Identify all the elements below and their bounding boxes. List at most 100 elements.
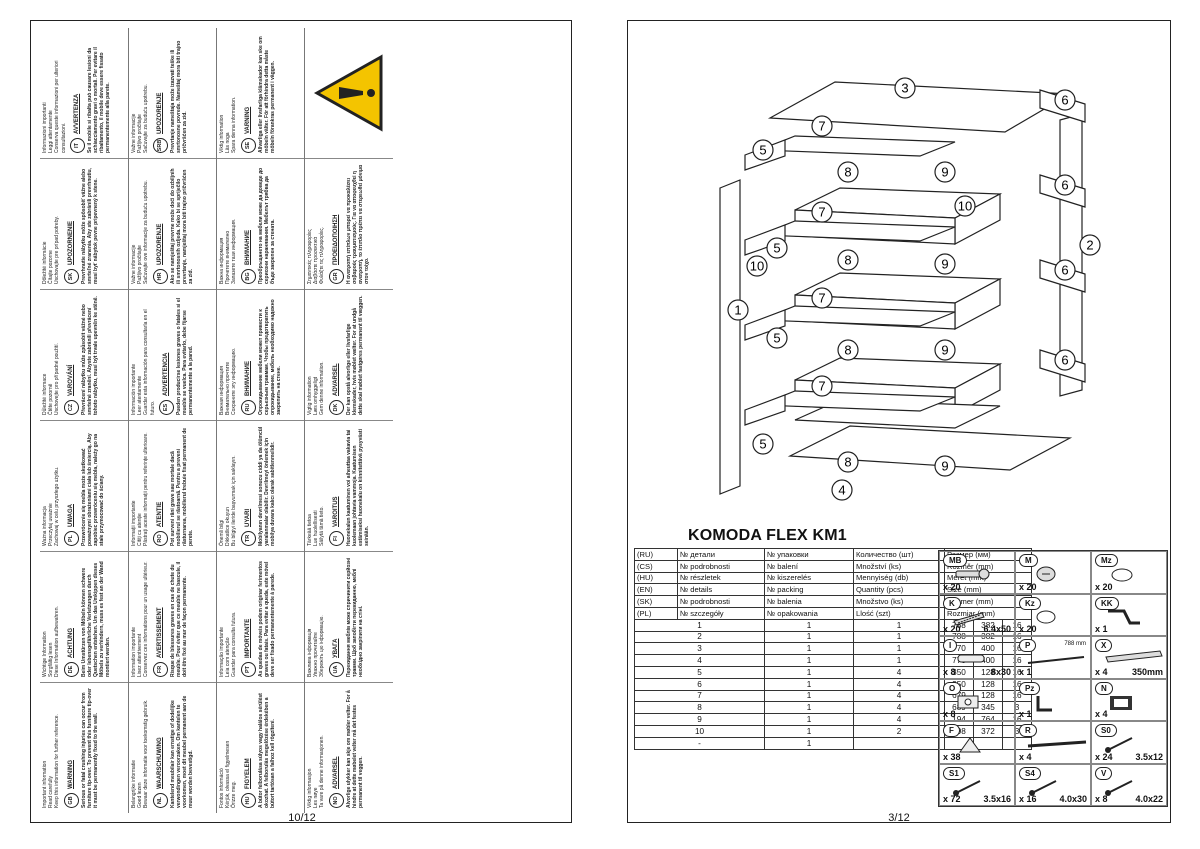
- hardware-code-badge: R: [1019, 724, 1037, 737]
- warning-intro-line: Conserva queste informazioni per ulterio…: [54, 60, 67, 153]
- part-callout-circle: [837, 161, 859, 183]
- part-callout-number: 4: [838, 483, 845, 498]
- table-cell-qty: 1: [853, 630, 945, 644]
- warning-title: UYARI: [245, 508, 251, 527]
- table-cell-qty: 1: [853, 642, 945, 656]
- table-cell-pack: 1: [764, 665, 854, 679]
- warning-intro-line: Guardar para consulta futura.: [231, 611, 238, 677]
- hardware-size: 6.4x50: [983, 624, 1011, 634]
- warning-title: ADVARSEL: [333, 363, 339, 396]
- language-code-badge: SE: [240, 138, 256, 153]
- hardware-size: 3.5x12: [1135, 751, 1163, 762]
- part-callout-number: 7: [818, 205, 825, 220]
- language-code-badge: PL: [63, 531, 79, 546]
- hardware-quantity: x 20: [1019, 624, 1037, 634]
- language-code-badge: PT: [240, 662, 256, 677]
- screw-icon: [953, 779, 981, 796]
- part-callout-circle: [934, 161, 956, 183]
- hex-key-icon: [1108, 609, 1140, 624]
- hardware-code-badge: MB: [943, 554, 968, 567]
- hardware-quantity: x 8: [1095, 794, 1108, 804]
- bracket-icon: [957, 695, 979, 708]
- warning-text: Risque de blessures graves en cas de chu…: [169, 561, 189, 677]
- warning-text: Beim Umstürzen von Möbeln können schwere…: [80, 561, 112, 677]
- part-callout-number: 6: [1061, 263, 1068, 278]
- hardware-code-badge: S0: [1095, 724, 1117, 737]
- table-header-cell: № детали: [677, 548, 765, 561]
- part-callout-circle: [837, 451, 859, 473]
- warning-title: ΠΡΟΕΙΔΟΠΟΙΗΣΗ: [333, 214, 339, 265]
- table-cell-size: [1002, 736, 1032, 750]
- part-callout-circle: [811, 115, 833, 137]
- language-code-badge: NL: [152, 793, 168, 808]
- warning-title: VARNING: [245, 106, 251, 134]
- screw-icon: [1105, 779, 1133, 796]
- part-callout-number: 5: [759, 437, 766, 452]
- warning-intro-line: Păstrați aceste informații pentru referi…: [143, 432, 150, 546]
- part-callout-number: 7: [818, 119, 825, 134]
- table-cell-pack: 1: [764, 630, 854, 644]
- table-header-cell: (CS): [634, 559, 678, 573]
- table-cell-pack: 1: [764, 677, 854, 691]
- table-header-cell: № podrobnosti: [677, 595, 765, 608]
- table-header-cell: (HU): [634, 571, 678, 585]
- warning-title: AVERTISSEMENT: [157, 607, 163, 658]
- dowel-pin-icon: [955, 568, 990, 580]
- table-cell-pack: 1: [764, 713, 854, 726]
- hardware-code-badge: Pz: [1019, 681, 1041, 695]
- warning-title: FIGYELEM: [245, 758, 251, 789]
- language-code-badge: ES: [158, 400, 174, 415]
- warning-intro-line: Запазете тази информация.: [231, 218, 238, 284]
- cam-cover-icon: [1111, 568, 1133, 582]
- hardware-quantity: x 1: [1019, 709, 1032, 719]
- hardware-code-badge: M: [1019, 554, 1038, 567]
- warning-title: AVVERTENZA: [74, 93, 81, 134]
- warning-text: Huonekalun kaatuminen voi aiheuttaa vaka…: [345, 429, 371, 546]
- table-cell-part: 9: [634, 713, 765, 726]
- hardware-size: 3.5x16: [983, 794, 1011, 804]
- table-row: 10127983723: [634, 724, 1032, 738]
- table-cell-qty: 4: [853, 713, 945, 726]
- language-code-badge: BG: [240, 269, 256, 284]
- warning-text: Pot surveni răni grave sau mortale dacă …: [169, 427, 195, 546]
- corner-brace-icon: [959, 737, 981, 753]
- part-callout-number: 9: [941, 459, 948, 474]
- warning-intro-line: Sačuvajte za buduću upotrebu.: [143, 84, 150, 153]
- warning-text: As quedas de móveis podem originar ferim…: [257, 561, 277, 677]
- warning-intro-line: Spara denna information.: [231, 96, 238, 153]
- table-header-cell: (RU): [634, 548, 678, 561]
- table-cell-pack: 1: [764, 654, 854, 667]
- screw-icon: [1029, 779, 1057, 796]
- warning-text: Ako se namještaj prevrne može doći do oz…: [169, 168, 195, 284]
- table-header-cell: (PL): [634, 606, 678, 620]
- hardware-quantity: x 4: [1095, 709, 1108, 719]
- part-callout-number: 10: [958, 199, 972, 214]
- wooden-dowel-icon: [957, 654, 985, 663]
- warning-text: Przewrócenie się mebla może skutkować po…: [80, 433, 106, 546]
